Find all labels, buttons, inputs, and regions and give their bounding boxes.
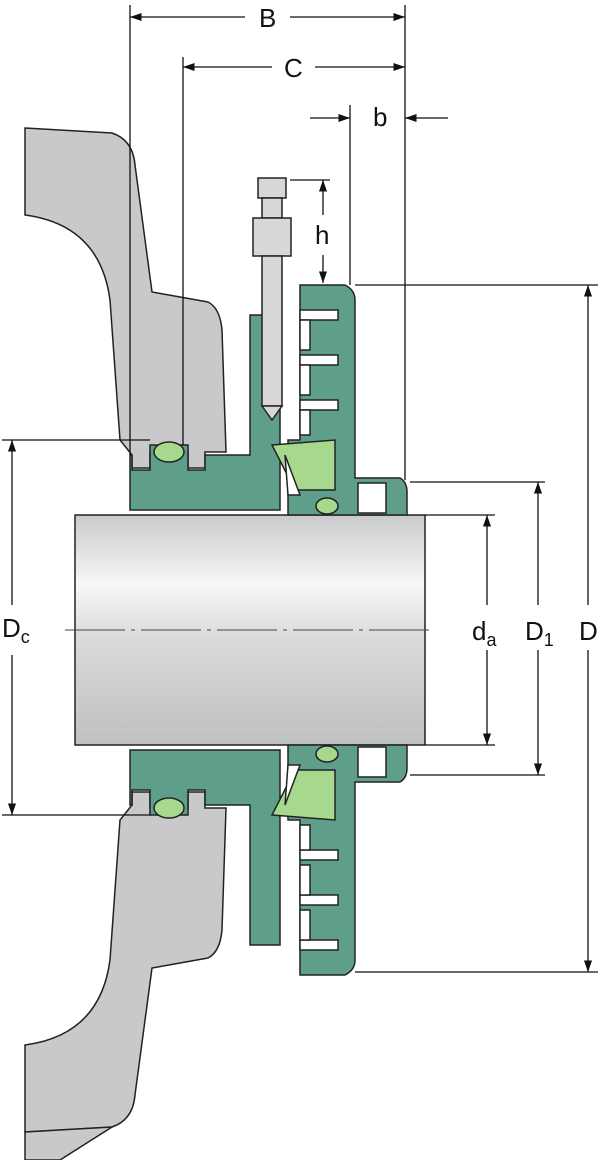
- label-b: b: [373, 102, 387, 132]
- label-C: C: [284, 53, 303, 83]
- label-B: B: [259, 3, 276, 33]
- label-da: da: [472, 616, 497, 650]
- label-h: h: [315, 220, 329, 250]
- grease-nipple: [252, 177, 292, 422]
- dimension-lines: [2, 5, 598, 973]
- label-D: D: [579, 616, 598, 646]
- label-Dc: Dc: [2, 613, 30, 647]
- label-D1: D1: [525, 616, 554, 650]
